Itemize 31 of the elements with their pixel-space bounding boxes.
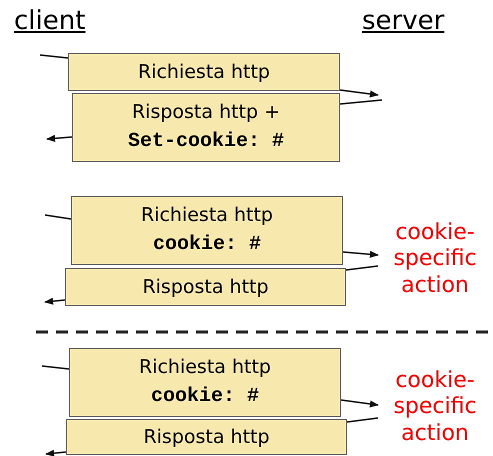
- message-box: [65, 268, 346, 306]
- message-box: [68, 53, 340, 91]
- arrow: [340, 399, 379, 408]
- line: [44, 214, 72, 220]
- line: [40, 54, 68, 59]
- message-title: Risposta http: [142, 274, 269, 300]
- message-title: Richiesta http: [138, 60, 270, 85]
- message-box: [66, 419, 347, 455]
- message-title: Risposta http: [143, 424, 270, 450]
- message-box: [71, 196, 343, 265]
- message-box: [69, 348, 341, 417]
- arrow: [45, 450, 66, 456]
- line: [42, 365, 70, 370]
- message-title: Richiesta http: [141, 203, 273, 228]
- header-line: cookie: #: [150, 384, 260, 410]
- message-title: Risposta http +: [132, 100, 280, 126]
- annotation: cookie- specific action: [378, 220, 492, 300]
- message-box: [72, 93, 340, 162]
- line: [346, 265, 378, 271]
- column-heading: client: [14, 5, 86, 38]
- arrow: [342, 250, 379, 258]
- arrow: [340, 89, 379, 98]
- header-line: cookie: #: [152, 232, 262, 258]
- column-heading: server: [362, 5, 444, 38]
- header-line: Set-cookie: #: [128, 128, 284, 155]
- line: [340, 99, 382, 105]
- message-title: Richiesta http: [139, 355, 271, 380]
- line: [346, 417, 378, 423]
- arrow: [46, 134, 72, 142]
- arrow: [44, 298, 66, 305]
- annotation: cookie- specific action: [378, 368, 492, 448]
